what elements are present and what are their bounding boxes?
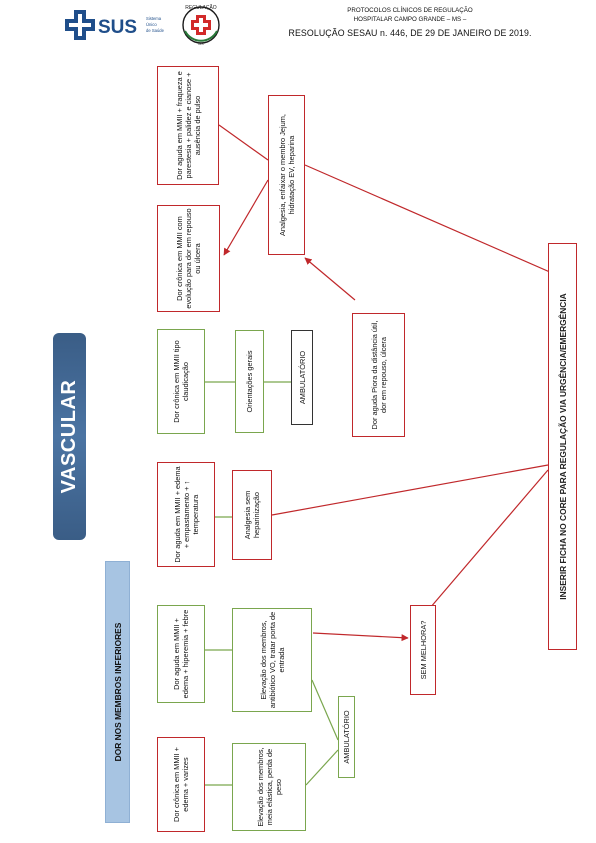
node-sem-melhora-text: SEM MELHORA? — [418, 620, 428, 680]
node-analgesia-enfaixar: Analgesia, enfaixar o membro Jejum, hidr… — [268, 95, 305, 255]
dor-membros-title-text: DOR NOS MEMBROS INFERIORES — [112, 622, 123, 762]
header-location: HOSPITALAR CAMPO GRANDE – MS – — [353, 16, 467, 23]
svg-text:Único: Único — [146, 22, 157, 27]
svg-text:MS: MS — [198, 42, 204, 46]
node-ambulatorio-bottom-text: AMBULATÓRIO — [342, 710, 351, 764]
connector-aguda-to-analgesia — [218, 124, 269, 161]
node-aguda-fraqueza-parestesia: Dor aguda em MMII + fraqueza e parestesi… — [157, 66, 219, 185]
section-title-dor-membros: DOR NOS MEMBROS INFERIORES — [105, 561, 130, 823]
node-cronica-evolucao: Dor crônica em MMII com evolução para do… — [157, 205, 220, 312]
connector-analgesia-to-cronica — [223, 179, 269, 256]
page-header: SUS Sistema Único de Saúde REGULAÇÃO MS … — [0, 0, 596, 50]
node-cronica-varizes: Dor crônica em MMII + edema + varizes — [157, 737, 205, 832]
inserir-ficha-core-box: INSERIR FICHA NO CORE PARA REGULAÇÃO VIA… — [548, 243, 577, 650]
sus-logo: SUS Sistema Único de Saúde — [65, 10, 165, 40]
node-aguda-edema-temperatura: Dor aguda em MMII + edema + empastamento… — [157, 462, 215, 567]
node-dor-aguda-piora-text: Dor aguda Piora da distância útil, dor e… — [369, 320, 388, 430]
node-elevacao-meia-elastica: Elevação dos membros, meia elástica, per… — [232, 743, 306, 831]
node-sem-melhora: SEM MELHORA? — [410, 605, 436, 695]
node-analgesia-sem-hep-text: Analgesia sem heparinização — [243, 490, 261, 540]
node-elevacao-antibiotico: Elevação dos membros, antibiótico VO, tr… — [232, 608, 312, 712]
connector-meia-to-ambulatorio — [305, 749, 339, 786]
svg-text:de Saúde: de Saúde — [146, 28, 165, 33]
regulacao-seal-logo: REGULAÇÃO MS — [182, 4, 220, 46]
node-aguda-hiperemia-febre: Dor aguda em MMII + edema + hiperemia + … — [157, 605, 205, 703]
node-ambulatorio-top-text: AMBULATÓRIO — [297, 350, 307, 405]
connector-elevacao-to-sem-melhora — [312, 632, 409, 642]
node-aguda-fraqueza-text: Dor aguda em MMII + fraqueza e parestesi… — [174, 71, 202, 180]
sus-logo-text: SUS — [98, 17, 137, 38]
node-ambulatorio-top: AMBULATÓRIO — [291, 330, 313, 425]
header-resolution: RESOLUÇÃO SESAU n. 446, DE 29 DE JANEIRO… — [288, 28, 532, 38]
node-cronica-claudicacao: Dor crônica em MMII tipo claudicação — [157, 329, 205, 434]
connector-sem-melhora-to-insert — [429, 469, 549, 609]
node-orientacoes-gerais: Orientações gerais — [235, 330, 264, 433]
vascular-title-text: VASCULAR — [58, 379, 80, 494]
connector-analgesia-sem-hep-to-insert — [271, 464, 549, 516]
node-dor-aguda-piora: Dor aguda Piora da distância útil, dor e… — [352, 313, 405, 437]
node-orientacoes-text: Orientações gerais — [245, 350, 254, 413]
connector-analgesia-to-insert — [304, 164, 576, 284]
svg-text:REGULAÇÃO: REGULAÇÃO — [185, 4, 217, 11]
svg-text:Sistema: Sistema — [146, 16, 162, 21]
node-analgesia-enfaixar-text: Analgesia, enfaixar o membro Jejum, hidr… — [277, 114, 296, 237]
connector-piora-to-analgesia — [304, 257, 356, 301]
header-protocol-title: PROTOCOLOS CLÍNICOS DE REGULAÇÃO — [347, 7, 473, 14]
node-elevacao-meia-text: Elevação dos membros, meia elástica, per… — [255, 747, 283, 827]
node-cronica-evolucao-text: Dor crônica em MMII com evolução para do… — [175, 208, 202, 309]
node-cronica-claudicacao-text: Dor crônica em MMII tipo claudicação — [172, 340, 190, 423]
inserir-ficha-text: INSERIR FICHA NO CORE PARA REGULAÇÃO VIA… — [557, 293, 568, 600]
node-aguda-hiperemia-text: Dor aguda em MMII + edema + hiperemia + … — [172, 609, 190, 699]
node-elevacao-antibiotico-text: Elevação dos membros, antibiótico VO, tr… — [258, 611, 286, 709]
section-title-vascular: VASCULAR — [53, 333, 86, 540]
connector-elevacao-to-ambulatorio — [311, 679, 339, 741]
node-analgesia-sem-heparinizacao: Analgesia sem heparinização — [232, 470, 272, 560]
node-aguda-edema-temp-text: Dor aguda em MMII + edema + empastamento… — [172, 466, 200, 563]
node-cronica-varizes-text: Dor crônica em MMII + edema + varizes — [172, 747, 190, 822]
node-ambulatorio-bottom: AMBULATÓRIO — [338, 696, 355, 778]
